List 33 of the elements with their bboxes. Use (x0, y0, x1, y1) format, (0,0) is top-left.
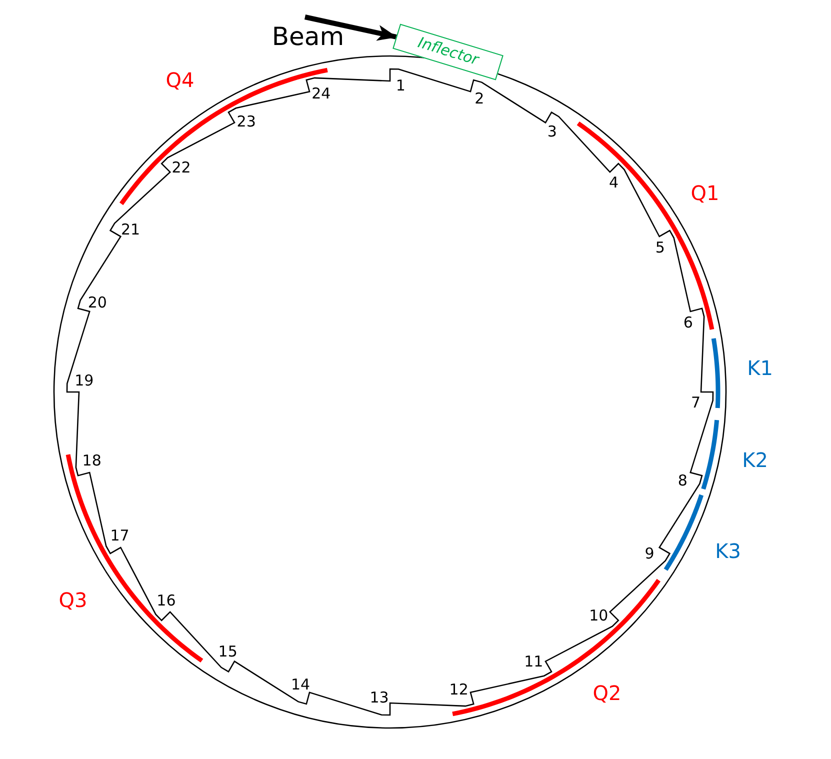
station-number: 18 (82, 453, 102, 468)
station-number: 16 (156, 593, 176, 608)
station-number: 9 (644, 546, 654, 562)
station-number: 8 (678, 474, 688, 489)
station-number: 2 (474, 92, 484, 107)
station-number: 12 (449, 682, 468, 698)
station-number: 7 (691, 395, 701, 410)
quadrupole-label: Q2 (592, 683, 622, 703)
station-number: 13 (370, 690, 389, 706)
kicker-label: K1 (747, 358, 773, 378)
station-number: 3 (547, 124, 557, 140)
station-number: 14 (290, 677, 310, 692)
quadrupole-label: Q1 (690, 183, 720, 203)
quadrupole-label: Q3 (58, 590, 88, 610)
beam-arrow (304, 14, 398, 41)
quadrupole-label: Q4 (166, 70, 194, 90)
station-number: 22 (172, 160, 191, 176)
station-number: 23 (236, 114, 256, 130)
station-number: 15 (218, 644, 238, 659)
station-number: 20 (88, 295, 107, 310)
beam-label: Beam (268, 17, 348, 57)
station-number: 21 (120, 222, 140, 238)
kicker-label: K2 (742, 450, 768, 470)
station-number: 6 (683, 316, 693, 331)
kicker-label: K3 (715, 541, 741, 561)
station-number: 17 (110, 528, 130, 544)
station-number: 10 (589, 608, 608, 624)
station-number: 4 (609, 176, 619, 191)
station-number: 19 (74, 374, 94, 389)
station-number: 1 (396, 78, 406, 94)
station-number: 11 (524, 654, 544, 670)
station-number: 5 (655, 240, 665, 256)
station-number: 24 (312, 86, 331, 102)
